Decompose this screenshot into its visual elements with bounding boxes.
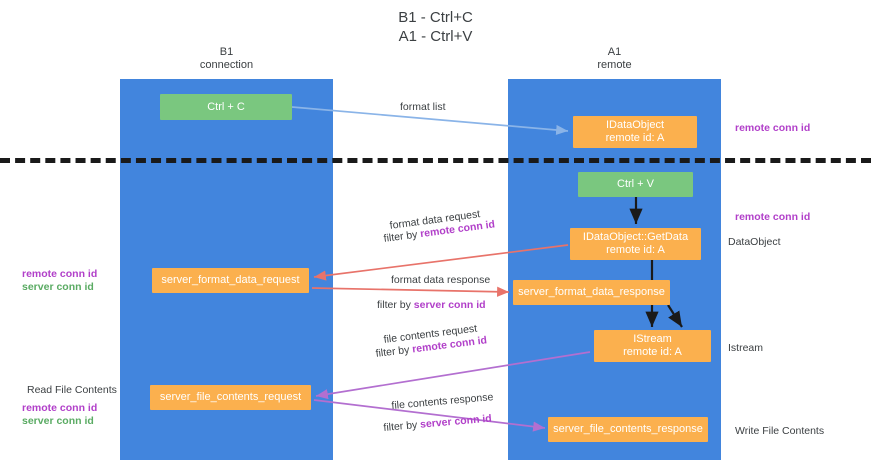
filter-prefix: filter by (383, 228, 422, 245)
lane-header-a1-name: A1 (607, 46, 622, 58)
node-server-format-data-request[interactable]: server_format_data_request (152, 268, 309, 293)
node-server-file-contents-response[interactable]: server_file_contents_response (548, 417, 708, 442)
lane-header-a1-sub: remote (597, 59, 632, 71)
edge-label-file-contents-response-filter: filter by server conn id (383, 413, 492, 435)
side-label-remote-conn-id-top: remote conn id (735, 122, 811, 134)
node-istream-subtitle: remote id: A (623, 346, 682, 358)
node-idataobject-title: IDataObject (605, 119, 665, 131)
legend-remote-conn-id-bottom: remote conn id (22, 402, 98, 414)
filter-prefix: filter by (383, 418, 421, 434)
legend-server-conn-id-mid: server conn id (22, 281, 94, 293)
node-server-file-contents-request-label: server_file_contents_request (159, 391, 302, 403)
legend-remote-conn-id-mid: remote conn id (22, 268, 98, 280)
node-getdata-title: IDataObject::GetData (582, 231, 689, 243)
edge-label-format-list: format list (400, 101, 446, 113)
node-ctrl-c-label: Ctrl + C (207, 100, 245, 113)
title-line-2: A1 - Ctrl+V (398, 28, 473, 45)
node-server-file-contents-response-label: server_file_contents_response (553, 423, 703, 435)
node-istream[interactable]: IStream remote id: A (594, 330, 711, 362)
node-ctrl-c[interactable]: Ctrl + C (160, 94, 292, 120)
lane-header-b1-name: B1 (219, 46, 234, 58)
node-getdata-subtitle: remote id: A (606, 244, 665, 256)
side-label-write-file-contents: Write File Contents (735, 425, 825, 437)
node-server-format-data-response[interactable]: server_format_data_response (513, 280, 670, 305)
phase-separator (0, 158, 871, 163)
side-label-dataobject: DataObject (728, 236, 781, 248)
lane-header-b1-sub: connection (199, 59, 254, 71)
arrow-format-data-response (311, 286, 510, 297)
edge-label-format-data-response: format data response (391, 274, 491, 286)
node-idataobject-subtitle: remote id: A (605, 132, 665, 144)
node-ctrl-v-label: Ctrl + V (617, 178, 654, 190)
side-label-read-file-contents: Read File Contents (27, 384, 117, 396)
filter-prefix: filter by (377, 299, 414, 311)
node-ctrl-v[interactable]: Ctrl + V (578, 172, 693, 197)
side-label-remote-conn-id-mid: remote conn id (735, 211, 811, 223)
node-istream-title: IStream (633, 333, 672, 345)
node-server-format-data-response-label: server_format_data_response (518, 286, 665, 298)
filter-prefix: filter by (375, 343, 413, 360)
title-line-1: B1 - Ctrl+C (398, 9, 473, 26)
node-idataobject-getdata[interactable]: IDataObject::GetData remote id: A (570, 228, 701, 260)
filter-key-server-conn-id: server conn id (419, 412, 493, 431)
edge-label-format-data-response-filter: filter by server conn id (377, 299, 486, 312)
node-server-format-data-request-label: server_format_data_request (161, 274, 300, 286)
node-server-file-contents-request[interactable]: server_file_contents_request (150, 385, 311, 410)
page-title: B1 - Ctrl+C A1 - Ctrl+V (0, 8, 871, 46)
edge-label-file-contents-response: file contents response (391, 391, 494, 412)
filter-key-server-conn-id: server conn id (413, 299, 486, 311)
lane-header-b1: B1 connection (120, 46, 333, 72)
side-label-istream: Istream (728, 342, 764, 354)
node-idataobject[interactable]: IDataObject remote id: A (573, 116, 697, 148)
legend-server-conn-id-bottom: server conn id (22, 415, 94, 427)
lane-header-a1: A1 remote (508, 46, 721, 72)
